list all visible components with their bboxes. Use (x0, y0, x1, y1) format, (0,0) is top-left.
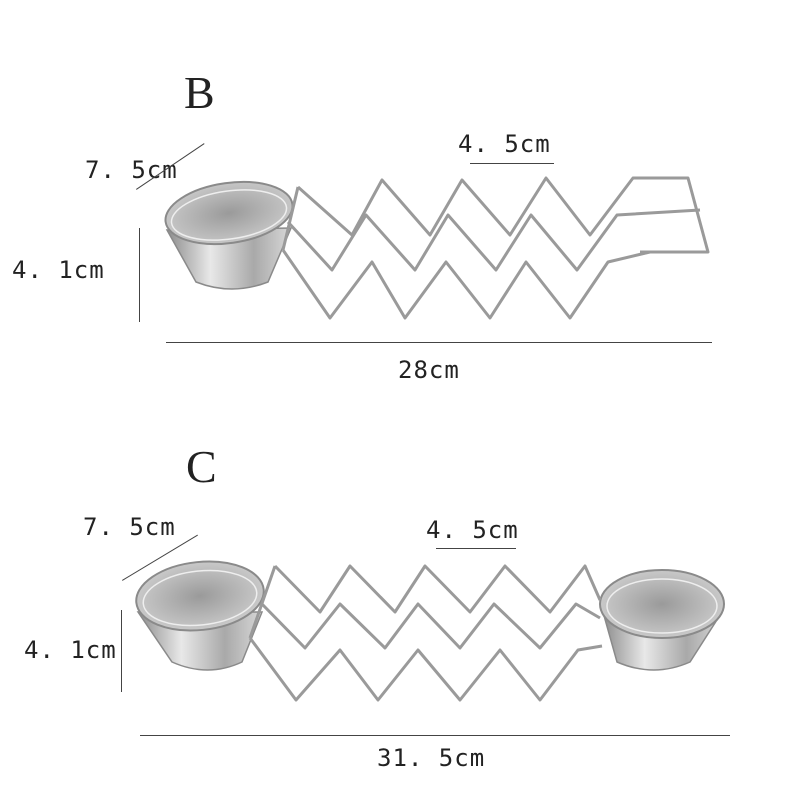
total-length-line (140, 735, 730, 736)
total-length-label: 28cm (398, 356, 460, 384)
wave-width-line (436, 548, 516, 549)
variant-letter: B (184, 67, 215, 118)
sauce-cup (164, 180, 294, 290)
cup-width-label: 7. 5cm (85, 156, 178, 184)
cup-height-label: 4. 1cm (12, 256, 105, 284)
product-panel-c: C 7. 5cm 4. 1cm 4. 5cm 31. 5cm (0, 400, 800, 800)
wave-width-label: 4. 5cm (426, 516, 519, 544)
cup-height-label: 4. 1cm (24, 636, 117, 664)
taco-holder-c-image (135, 560, 725, 702)
sauce-cup-left (135, 560, 265, 671)
cup-width-label: 7. 5cm (83, 513, 176, 541)
product-panel-b: B 7. 5cm 4. 1cm 4. 5cm 28cm (12, 67, 712, 384)
wave-width-label: 4. 5cm (458, 130, 551, 158)
cup-height-line (139, 228, 140, 322)
taco-holder-b-image (164, 176, 710, 320)
variant-letter: C (186, 441, 217, 492)
wire-rack (248, 564, 603, 702)
wire-rack (281, 176, 710, 320)
wave-width-line (470, 163, 554, 164)
sauce-cup-right (599, 569, 725, 671)
total-length-line (166, 342, 712, 343)
cup-height-line (121, 610, 122, 692)
total-length-label: 31. 5cm (377, 744, 486, 772)
